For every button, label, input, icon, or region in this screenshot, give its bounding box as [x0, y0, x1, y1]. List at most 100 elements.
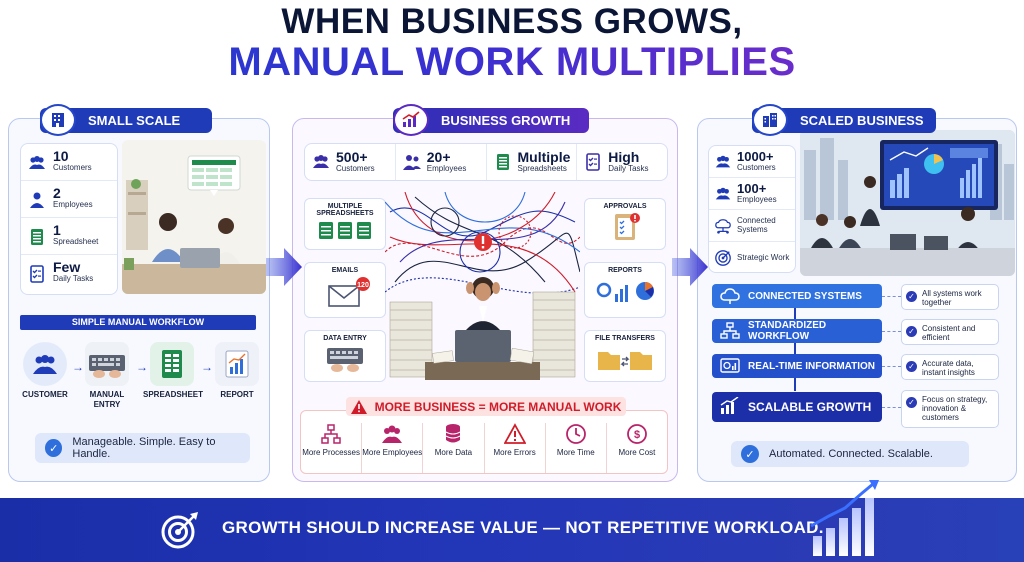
keyboard-icon	[327, 348, 363, 372]
stat-value: High	[608, 149, 640, 166]
workflow-step-report: REPORT	[208, 342, 266, 400]
note-text: All systems work together	[922, 289, 982, 308]
more-label: More Cost	[618, 448, 656, 457]
email-count: 120	[357, 282, 369, 289]
target-icon	[161, 512, 198, 549]
process-icon	[321, 424, 341, 444]
box-label: EMAILS	[331, 267, 359, 274]
warning-icon	[350, 399, 367, 414]
stat-value: 100+	[737, 181, 767, 197]
stat-value: 1	[53, 222, 61, 238]
transition-arrow-icon	[672, 248, 708, 286]
footer-text: GROWTH SHOULD INCREASE VALUE — NOT REPET…	[222, 518, 824, 537]
scaled-business-badge: SCALED BUSINESS	[752, 104, 936, 136]
file-transfers-box: FILE TRANSFERS	[584, 330, 666, 382]
checklist-icon	[586, 153, 601, 171]
business-growth-badge: BUSINESS GROWTH	[393, 104, 589, 136]
more-cost: $ More Cost	[607, 423, 667, 473]
scaled-summary: ✓ Automated. Connected. Scalable.	[731, 441, 969, 467]
report-icon	[215, 342, 259, 386]
stat-employees: 100+Employees	[709, 178, 795, 210]
check-icon: ✓	[906, 326, 917, 337]
multiple-spreadsheets-box: MULTIPLE SPREADSHEETS	[304, 198, 386, 250]
summary-text: Manageable. Simple. Easy to Handle.	[72, 436, 216, 460]
stat-label: Spreadsheets	[517, 163, 567, 173]
step-note-connector	[882, 331, 901, 332]
page-title: WHEN BUSINESS GROWS, MANUAL WORK MULTIPL…	[0, 4, 1024, 82]
small-office-photo	[122, 140, 266, 294]
more-employees: More Employees	[362, 423, 424, 473]
step-connector	[794, 307, 796, 319]
more-errors: More Errors	[485, 423, 546, 473]
box-label: FILE TRANSFERS	[595, 335, 655, 342]
workflow-step-label: REPORT	[220, 390, 254, 399]
checklist-icon	[30, 265, 44, 283]
scaled-office-photo	[800, 130, 1015, 276]
step-label: STANDARDIZED WORKFLOW	[748, 320, 827, 342]
scaled-stats: 1000+Customers 100+Employees Connected S…	[708, 145, 796, 273]
step-scalable-growth: SCALABLE GROWTH	[712, 392, 882, 422]
stat-value: 1000+	[737, 149, 774, 165]
title-line-1: WHEN BUSINESS GROWS,	[281, 2, 743, 41]
step-note: ✓Accurate data, instant insights	[901, 354, 999, 380]
workflow-step-manual-entry: MANUAL ENTRY	[78, 342, 136, 409]
customer-icon	[23, 342, 67, 386]
stat-value: Multiple	[517, 149, 571, 166]
check-icon: ✓	[906, 397, 917, 408]
note-text: Focus on strategy, innovation & customer…	[922, 395, 988, 423]
employees-icon	[382, 425, 403, 443]
stat-value: 20+	[426, 149, 451, 166]
cloud-network-icon	[715, 218, 731, 234]
more-consequences-row: More Processes More Employees More Data …	[300, 410, 668, 474]
check-icon: ✓	[45, 439, 63, 457]
employees-icon	[402, 155, 421, 170]
footer-banner: GROWTH SHOULD INCREASE VALUE — NOT REPET…	[0, 480, 1024, 562]
employees-icon	[715, 187, 731, 199]
small-scale-label: SMALL SCALE	[88, 113, 181, 128]
more-processes: More Processes	[301, 423, 363, 473]
title-line-2: MANUAL WORK MULTIPLIES	[0, 42, 1024, 82]
stat-label: Daily Tasks	[608, 163, 649, 173]
box-label: MULTIPLE SPREADSHEETS	[316, 203, 374, 217]
transition-arrow-icon	[266, 248, 302, 286]
customers-icon	[715, 155, 731, 167]
stat-label: Customers	[53, 162, 92, 172]
step-label: CONNECTED SYSTEMS	[748, 290, 862, 302]
small-scale-badge: SMALL SCALE	[40, 104, 212, 136]
dollar-icon: $	[627, 424, 647, 444]
overwhelmed-worker-illustration	[385, 192, 580, 380]
step-note-connector	[882, 407, 901, 408]
stat-value: 10	[53, 148, 69, 164]
warning-icon	[503, 423, 526, 444]
step-standardized-workflow: STANDARDIZED WORKFLOW	[712, 319, 882, 343]
stat-strategic-work: Strategic Work	[709, 242, 795, 274]
step-connector	[794, 377, 796, 391]
check-icon: ✓	[906, 361, 917, 372]
customers-icon	[29, 156, 45, 169]
customers-icon	[313, 155, 329, 168]
check-icon: ✓	[906, 291, 917, 302]
more-data: More Data	[423, 423, 485, 473]
spreadsheet-icon	[496, 154, 509, 170]
box-label: DATA ENTRY	[323, 335, 367, 342]
flow-arrow: →	[72, 360, 84, 374]
workflow-icon	[720, 322, 740, 339]
step-note: ✓ Focus on strategy, innovation & custome…	[901, 390, 999, 428]
step-note: ✓ All systems work together	[901, 284, 999, 310]
envelope-icon: 120	[328, 277, 370, 307]
more-label: More Time	[556, 448, 595, 457]
step-label: SCALABLE GROWTH	[748, 400, 872, 414]
data-entry-box: DATA ENTRY	[304, 330, 386, 382]
approvals-box: APPROVALS	[584, 198, 666, 250]
stat-label: Spreadsheet	[53, 236, 99, 246]
stat-label: Employees	[426, 163, 467, 173]
dashboard-icon	[720, 358, 740, 373]
growth-bars-icon	[720, 397, 739, 414]
business-growth-label: BUSINESS GROWTH	[441, 113, 571, 128]
